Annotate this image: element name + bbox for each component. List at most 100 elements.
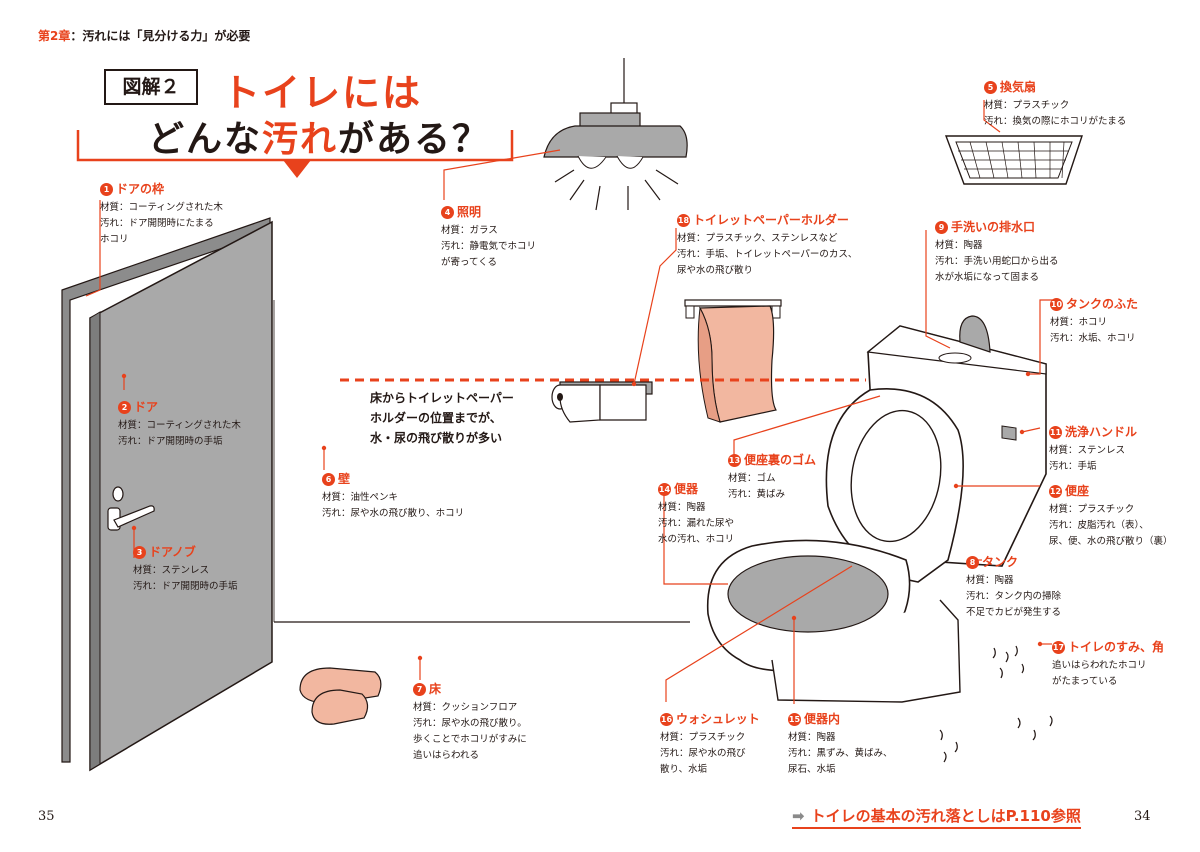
arrow-right-icon: ➡: [792, 807, 805, 825]
callout-number-badge: 17: [1052, 641, 1065, 654]
callout-detail-line: 材質：陶器: [788, 732, 836, 743]
title-part-post: がある？: [338, 119, 491, 160]
callout-detail-line: 水が水垢になって固まる: [935, 272, 1040, 283]
callout-detail-line: 材質：プラスチック: [1049, 504, 1135, 515]
page-title-line1: トイレには: [222, 71, 423, 115]
callout-detail-line: 汚れ：手垢: [1049, 461, 1097, 472]
callout-number-badge: 16: [660, 713, 673, 726]
callout-title-text: 便器内: [804, 712, 841, 726]
callout-detail-line: 材質：陶器: [966, 575, 1014, 586]
callout-detail-line: 尿石、水垢: [788, 764, 836, 775]
callout-detail-line: 汚れ：ドア開閉時の手垢: [118, 436, 223, 447]
callout-title-text: 床: [429, 682, 442, 696]
door-illustration: [89, 220, 273, 772]
doorknob-illustration: [107, 486, 155, 531]
callout-detail-line: 汚れ：手洗い用蛇口から出る: [935, 256, 1059, 267]
callout-detail-line: 汚れ：漏れた尿や: [658, 518, 735, 529]
callout-title-text: ドアノブ: [149, 545, 196, 559]
callout-number-badge: 7: [413, 683, 426, 696]
callout-detail-line: 散り、水垢: [660, 764, 708, 775]
callout-title-text: 照明: [457, 205, 482, 219]
page-number-left: 35: [38, 809, 55, 824]
reference-link[interactable]: ➡トイレの基本の汚れ落としはP.110参照: [792, 805, 1081, 829]
page-title-line2: どんな汚れがある？: [148, 110, 490, 162]
callout-detail-line: 追いはらわれたホコリ: [1052, 660, 1147, 671]
callout-number-badge: 12: [1049, 485, 1062, 498]
splash-note-line2: ホルダーの位置までが、: [370, 411, 502, 425]
callout-number-badge: 5: [984, 81, 997, 94]
callout-detail-line: 汚れ：皮脂汚れ（表）、: [1049, 520, 1149, 531]
callout-number-badge: 8: [966, 556, 979, 569]
callout-detail-line: 材質：クッションフロア: [413, 702, 518, 713]
callout-detail-line: が寄ってくる: [441, 257, 498, 268]
splash-note: 床からトイレットペーパー ホルダーの位置までが、 水・尿の飛び散りが多い: [370, 388, 514, 448]
callout-title-text: タンク: [982, 555, 1019, 569]
splash-note-line3: 水・尿の飛び散りが多い: [370, 431, 503, 445]
callout-number-badge: 11: [1049, 426, 1062, 439]
callout-detail-line: 材質：コーティングされた木: [118, 420, 241, 431]
callout-number-badge: 9: [935, 221, 948, 234]
callout-detail-line: 材質：プラスチック: [660, 732, 746, 743]
callout-title-text: 洗浄ハンドル: [1065, 425, 1138, 439]
callout-title-text: ウォシュレット: [676, 712, 760, 726]
callout-detail-line: 材質：陶器: [658, 502, 706, 513]
callout-detail-line: 材質：プラスチック、ステンレスなど: [677, 233, 838, 244]
callout-detail-line: 尿や水の飛び散り: [677, 265, 754, 276]
callout-detail-line: 汚れ：水垢、ホコリ: [1050, 333, 1136, 344]
callout-title-text: 手洗いの排水口: [951, 220, 1036, 234]
callout-detail-line: 汚れ：黒ずみ、黄ばみ、: [788, 748, 893, 759]
callout-number-badge: 3: [133, 546, 146, 559]
callout-title-text: トイレットペーパーホルダー: [693, 213, 849, 227]
title-bracket-arrow: [283, 160, 311, 178]
callout-number-badge: 2: [118, 401, 131, 414]
callout-detail-line: 材質：ホコリ: [1050, 317, 1108, 328]
callout-detail-line: 汚れ：手垢、トイレットペーパーのカス、: [677, 249, 858, 260]
callout-detail-line: 材質：コーティングされた木: [100, 202, 223, 213]
callout-detail-line: ホコリ: [100, 234, 129, 245]
callout-title-text: トイレのすみ、角: [1068, 640, 1165, 654]
callout-title-text: タンクのふた: [1066, 297, 1139, 311]
toilet-illustration: [706, 315, 1047, 703]
callout-detail-line: 材質：陶器: [935, 240, 983, 251]
callout-title-text: 壁: [338, 472, 351, 486]
callout-detail-line: 尿、便、水の飛び散り（裏）: [1049, 536, 1173, 547]
callout-detail-line: 材質：ステンレス: [133, 565, 210, 576]
callout-number-badge: 13: [728, 454, 741, 467]
callout-detail-line: 汚れ：換気の際にホコリがたまる: [984, 116, 1127, 127]
callout-detail-line: 汚れ：尿や水の飛び散り、ホコリ: [322, 508, 465, 519]
callout-detail-line: 汚れ：タンク内の掃除: [966, 591, 1062, 602]
callout-title-text: 便座: [1065, 484, 1090, 498]
callout-number-badge: 10: [1050, 298, 1063, 311]
callout-title-text: 換気扇: [1000, 80, 1037, 94]
callout-detail-line: がたまっている: [1052, 676, 1118, 687]
vent-fan-illustration: [944, 135, 1083, 185]
page-number-right: 34: [1134, 809, 1151, 824]
ceiling-lamp-illustration: [543, 58, 688, 211]
callout-detail-line: 汚れ：尿や水の飛び: [660, 748, 746, 759]
callout-detail-line: 汚れ：黄ばみ: [728, 489, 786, 500]
chapter-header: 第2章：汚れには「見分ける力」が必要: [38, 27, 250, 44]
callout-number-badge: 15: [788, 713, 801, 726]
callout-number-badge: 4: [441, 206, 454, 219]
callout-detail-line: 材質：油性ペンキ: [322, 492, 399, 503]
callout-detail-line: 材質：プラスチック: [984, 100, 1070, 111]
